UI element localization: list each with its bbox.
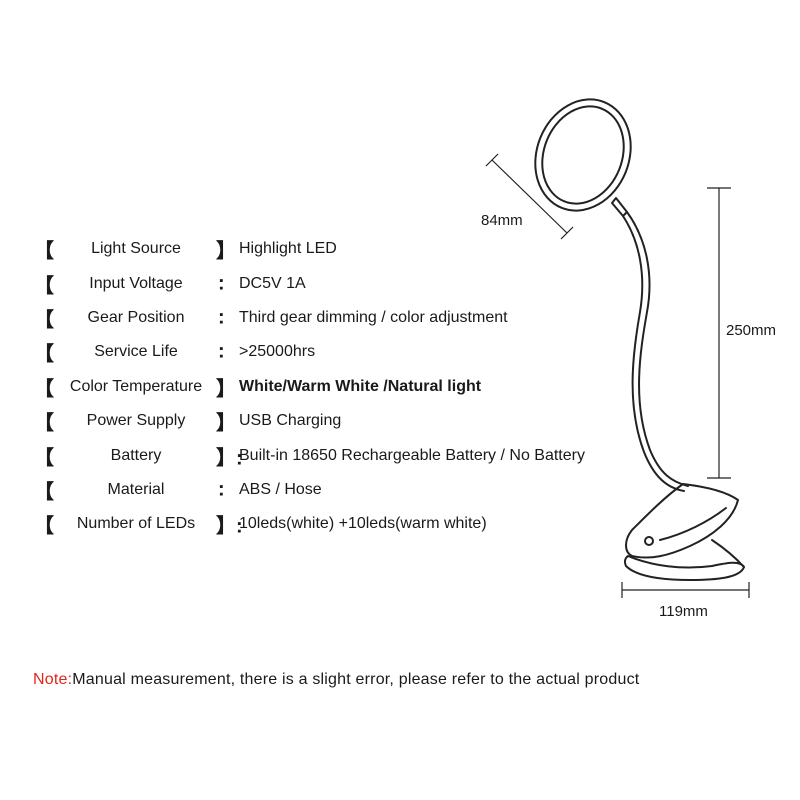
head-dimension-line (491, 159, 568, 234)
lamp-head-inner (541, 105, 625, 205)
spec-label: Light Source (91, 240, 181, 258)
base-width-label: 119mm (659, 603, 708, 620)
bracket-open: 【 (34, 378, 54, 401)
spec-value: ABS / Hose (239, 480, 322, 498)
clip-upper-jaw (625, 483, 739, 559)
note-label: Note: (33, 671, 73, 688)
lamp-neck (611, 197, 628, 217)
bracket-open: 【 (34, 515, 54, 538)
spec-table: 【 Light Source 】 Highlight LED 【 Input V… (28, 232, 628, 542)
bracket-open: 【 (34, 412, 54, 435)
measurement-note: Note:Manual measurement, there is a slig… (33, 671, 639, 689)
spec-label: Input Voltage (89, 274, 183, 292)
lamp-head-outer (534, 98, 632, 212)
bracket-close: 】 (216, 412, 236, 435)
gooseneck-hose (626, 211, 689, 487)
separator: : (218, 306, 225, 329)
spec-row-color-temperature: 【 Color Temperature 】 White/Warm White /… (28, 370, 628, 404)
separator: : (218, 478, 225, 501)
spec-value: DC5V 1A (239, 274, 306, 292)
bracket-close: 】: (216, 447, 243, 470)
spec-label: Color Temperature (69, 377, 203, 395)
spec-value: USB Charging (239, 412, 342, 430)
spec-row-material: 【 Material : ABS / Hose (28, 473, 628, 507)
separator: : (218, 340, 225, 363)
spec-row-light-source: 【 Light Source 】 Highlight LED (28, 232, 628, 266)
spec-label: Number of LEDs (76, 515, 196, 533)
spec-label: Power Supply (86, 412, 186, 430)
clip-hinge (711, 539, 745, 568)
spec-row-battery: 【 Battery 】: Built-in 18650 Rechargeable… (28, 438, 628, 472)
head-dimension-tick-top (485, 153, 499, 167)
bracket-open: 【 (34, 447, 54, 470)
height-label: 250mm (726, 322, 777, 339)
spec-label: Battery (110, 446, 162, 464)
spec-value: 10leds(white) +10leds(warm white) (239, 515, 487, 533)
spec-label: Gear Position (87, 308, 185, 326)
spec-row-number-of-leds: 【 Number of LEDs 】: 10leds(white) +10led… (28, 507, 628, 541)
spec-row-power-supply: 【 Power Supply 】 USB Charging (28, 404, 628, 438)
spec-label: Service Life (94, 343, 178, 361)
spec-row-gear-position: 【 Gear Position : Third gear dimming / c… (28, 301, 628, 335)
bracket-open: 【 (34, 240, 54, 263)
spec-value: Third gear dimming / color adjustment (239, 308, 508, 326)
bracket-open: 【 (34, 275, 54, 298)
clip-detail (659, 507, 727, 541)
separator: : (218, 272, 225, 295)
bracket-open: 【 (34, 343, 54, 366)
spec-label: Material (107, 480, 165, 498)
head-diameter-label: 84mm (481, 212, 523, 229)
spec-value: Built-in 18650 Rechargeable Battery / No… (239, 446, 585, 464)
spec-value: White/Warm White /Natural light (239, 377, 482, 395)
gooseneck-hose-inner (622, 215, 685, 492)
clip-lower-jaw (623, 555, 745, 581)
bracket-close: 】: (216, 515, 243, 538)
power-button-icon (644, 536, 654, 546)
spec-row-input-voltage: 【 Input Voltage : DC5V 1A (28, 266, 628, 300)
bracket-close: 】 (216, 240, 236, 263)
bracket-open: 【 (34, 309, 54, 332)
head-dimension-tick-bottom (560, 226, 574, 240)
bracket-close: 】 (216, 378, 236, 401)
bracket-open: 【 (34, 481, 54, 504)
note-text: Manual measurement, there is a slight er… (72, 671, 640, 688)
spec-value: Highlight LED (239, 240, 337, 258)
spec-row-service-life: 【 Service Life : >25000hrs (28, 335, 628, 369)
spec-value: >25000hrs (239, 343, 316, 361)
